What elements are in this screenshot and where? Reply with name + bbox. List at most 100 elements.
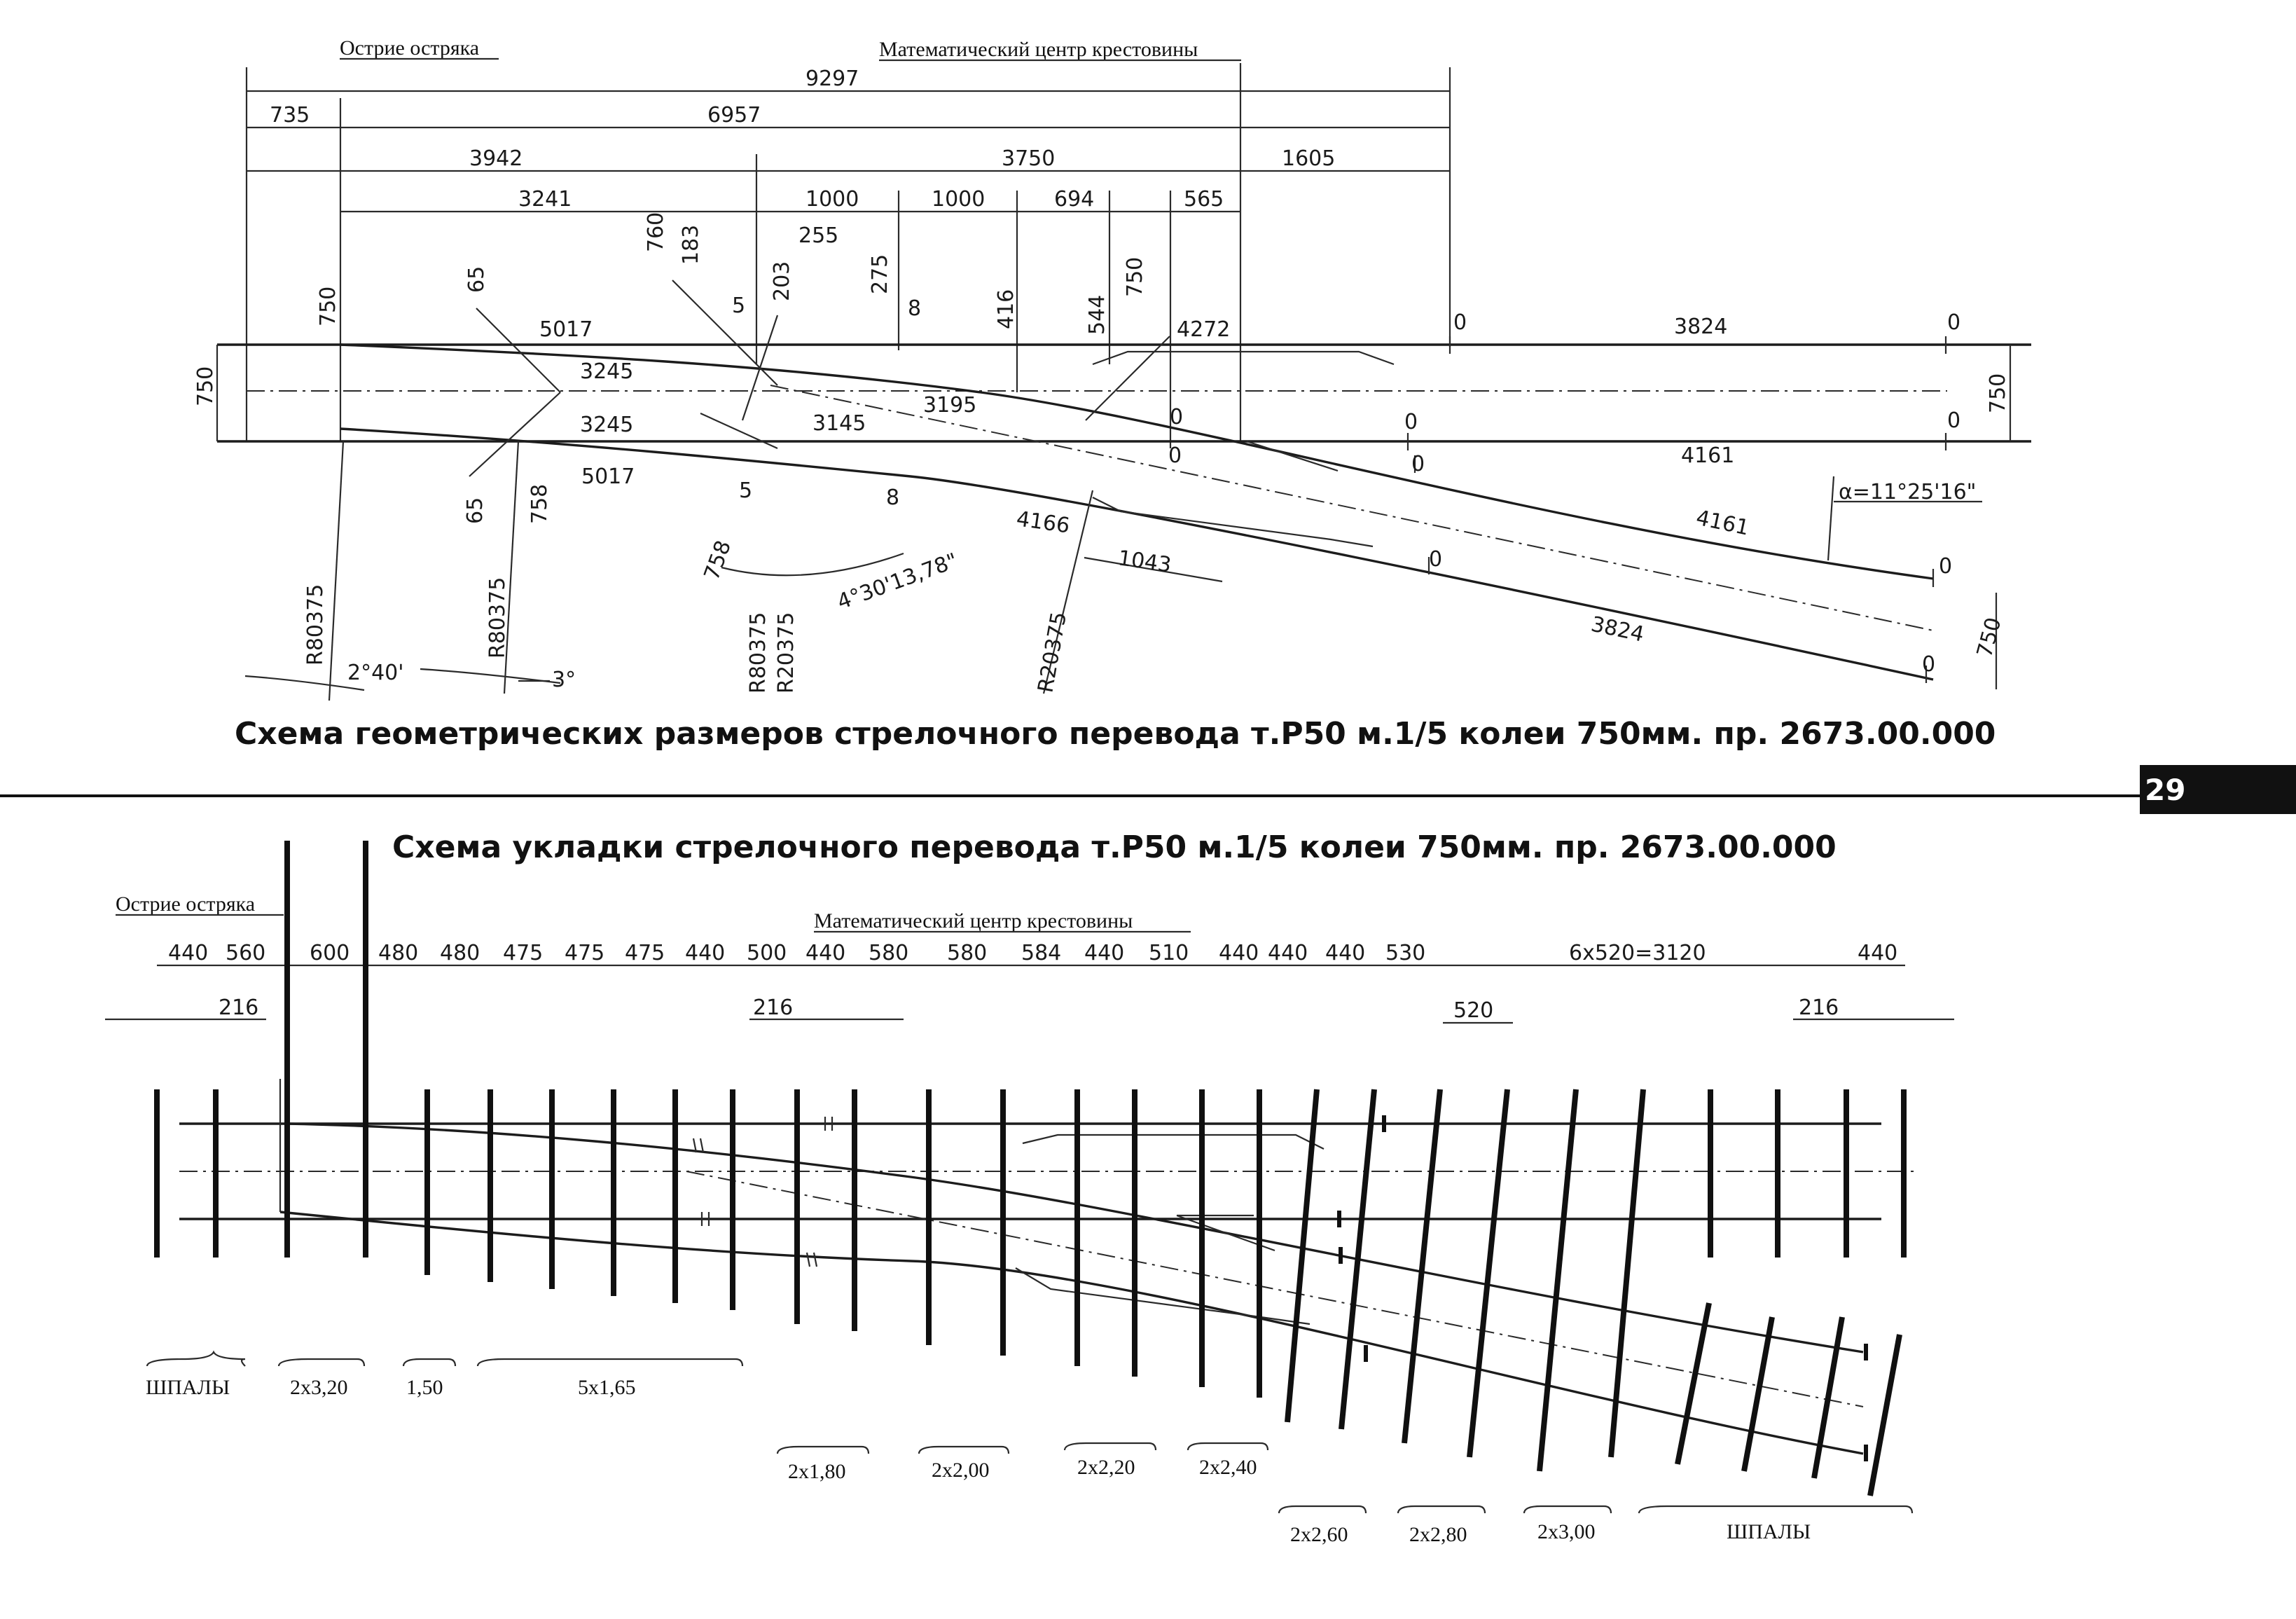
radius-1: R80375 bbox=[303, 584, 328, 666]
svg-text:580: 580 bbox=[947, 941, 987, 965]
layout-scheme: Схема укладки стрелочного перевода т.Р50… bbox=[105, 829, 1954, 1546]
group-2x3-00: 2x3,00 bbox=[1537, 1520, 1596, 1543]
group-2x2-80: 2x2,80 bbox=[1409, 1523, 1467, 1546]
svg-text:530: 530 bbox=[1385, 941, 1425, 965]
dim-0-g: 0 bbox=[1411, 452, 1425, 476]
group-2x2-40: 2x2,40 bbox=[1199, 1456, 1257, 1479]
group-2x2-00: 2x2,00 bbox=[932, 1459, 990, 1482]
svg-text:560: 560 bbox=[226, 941, 265, 965]
dim-0-b: 0 bbox=[1947, 310, 1960, 335]
dim-416: 416 bbox=[994, 289, 1018, 329]
dim-1605: 1605 bbox=[1282, 146, 1335, 171]
dim-216-c: 216 bbox=[1799, 995, 1839, 1020]
dim-4161-a: 4161 bbox=[1681, 443, 1734, 468]
dim-3750: 3750 bbox=[1002, 146, 1055, 171]
dim-750-a: 750 bbox=[316, 287, 340, 326]
group-sleepers-left: ШПАЛЫ bbox=[146, 1376, 230, 1399]
svg-text:584: 584 bbox=[1021, 941, 1061, 965]
sleepers bbox=[154, 841, 1907, 1496]
dim-65-b: 65 bbox=[463, 497, 487, 524]
crossing-center-label: Математический центр крестовины bbox=[879, 38, 1198, 61]
group-2x1-80: 2x1,80 bbox=[788, 1460, 846, 1483]
radius-4: R20375 bbox=[774, 612, 798, 694]
svg-text:480: 480 bbox=[378, 941, 418, 965]
dim-750-b: 750 bbox=[1123, 257, 1147, 297]
radius-5: R20375 bbox=[1033, 610, 1072, 695]
svg-text:440: 440 bbox=[1084, 941, 1124, 965]
dim-3824-a: 3824 bbox=[1674, 315, 1727, 339]
dim-0-c: 0 bbox=[1170, 405, 1183, 429]
svg-text:500: 500 bbox=[747, 941, 787, 965]
dim-5-b: 5 bbox=[739, 478, 752, 503]
switch-point-label: Острие остряка bbox=[340, 36, 479, 60]
dim-255: 255 bbox=[798, 223, 838, 248]
dim-3942: 3942 bbox=[469, 146, 523, 171]
dim-4166: 4166 bbox=[1015, 507, 1071, 538]
dim-5017-b: 5017 bbox=[581, 464, 635, 489]
dim-216-a: 216 bbox=[219, 995, 258, 1020]
svg-text:580: 580 bbox=[869, 941, 908, 965]
group-1-50: 1,50 bbox=[406, 1376, 443, 1399]
dim-750-left: 750 bbox=[193, 366, 218, 406]
group-2x2-60: 2x2,60 bbox=[1290, 1523, 1348, 1546]
dim-3241: 3241 bbox=[518, 187, 572, 212]
dim-735: 735 bbox=[270, 103, 310, 128]
dim-565: 565 bbox=[1184, 187, 1224, 212]
dim-3195: 3195 bbox=[923, 393, 976, 418]
angle-alpha: α=11°25'16" bbox=[1839, 480, 1976, 504]
radius-3: R80375 bbox=[746, 612, 770, 694]
layout-title: Схема укладки стрелочного перевода т.Р50… bbox=[392, 829, 1837, 865]
sleeper-groups: ШПАЛЫ 2x3,20 1,50 5x1,65 2x1,80 2x2,00 2… bbox=[146, 1350, 1914, 1546]
dim-758-b: 758 bbox=[700, 537, 736, 584]
dim-203: 203 bbox=[770, 261, 794, 301]
dim-694: 694 bbox=[1054, 187, 1094, 212]
spacing-labels: 440 560 600 480 480 475 475 475 440 500 … bbox=[168, 941, 1897, 965]
group-2x3-20: 2x3,20 bbox=[290, 1376, 348, 1399]
angle-3: 3° bbox=[552, 668, 576, 692]
dim-0-i: 0 bbox=[1939, 554, 1952, 579]
dim-0-f: 0 bbox=[1947, 408, 1960, 433]
dim-4161-b: 4161 bbox=[1694, 506, 1751, 541]
dim-8-b: 8 bbox=[886, 485, 899, 510]
dim-750-right: 750 bbox=[1986, 373, 2010, 413]
group-sleepers-right: ШПАЛЫ bbox=[1727, 1520, 1811, 1543]
dim-65-a: 65 bbox=[464, 266, 489, 293]
svg-text:510: 510 bbox=[1149, 941, 1189, 965]
svg-text:480: 480 bbox=[440, 941, 480, 965]
dim-6957: 6957 bbox=[707, 103, 761, 128]
svg-text:600: 600 bbox=[310, 941, 350, 965]
dim-3824-b: 3824 bbox=[1589, 612, 1646, 647]
geometry-scheme: Острие остряка Математический центр крес… bbox=[193, 36, 2031, 752]
dim-1000-a: 1000 bbox=[805, 187, 859, 212]
dim-750-right-bottom: 750 bbox=[1972, 615, 2007, 660]
switch-point-label-2: Острие остряка bbox=[116, 893, 255, 916]
radius-2: R80375 bbox=[485, 577, 510, 659]
svg-text:440: 440 bbox=[168, 941, 208, 965]
angle-mid: 4°30'13,78" bbox=[834, 549, 961, 615]
svg-text:440: 440 bbox=[1325, 941, 1365, 965]
dim-3245-a: 3245 bbox=[580, 359, 633, 384]
crossing-center-label-2: Математический центр крестовины bbox=[814, 909, 1133, 932]
dim-544: 544 bbox=[1085, 295, 1109, 335]
dim-275: 275 bbox=[868, 254, 892, 294]
dim-1043: 1043 bbox=[1116, 546, 1173, 577]
dim-760: 760 bbox=[644, 212, 668, 252]
angle-2-40: 2°40' bbox=[347, 661, 404, 685]
dim-183: 183 bbox=[679, 225, 703, 265]
svg-text:475: 475 bbox=[625, 941, 665, 965]
dim-0-j: 0 bbox=[1922, 652, 1935, 677]
dim-758-a: 758 bbox=[527, 484, 552, 524]
dim-520: 520 bbox=[1453, 998, 1493, 1023]
dim-1000-b: 1000 bbox=[932, 187, 985, 212]
dim-5017-a: 5017 bbox=[539, 317, 593, 342]
geometry-title: Схема геометрических размеров стрелочног… bbox=[235, 716, 1996, 752]
dim-3245-b: 3245 bbox=[580, 413, 633, 437]
svg-text:440: 440 bbox=[685, 941, 725, 965]
svg-text:440: 440 bbox=[1858, 941, 1897, 965]
group-5x1-65: 5x1,65 bbox=[578, 1376, 636, 1399]
group-2x2-20: 2x2,20 bbox=[1077, 1456, 1135, 1479]
dim-0-e: 0 bbox=[1404, 410, 1418, 434]
page-number: 29 bbox=[2145, 773, 2185, 807]
dim-8-a: 8 bbox=[908, 296, 921, 321]
